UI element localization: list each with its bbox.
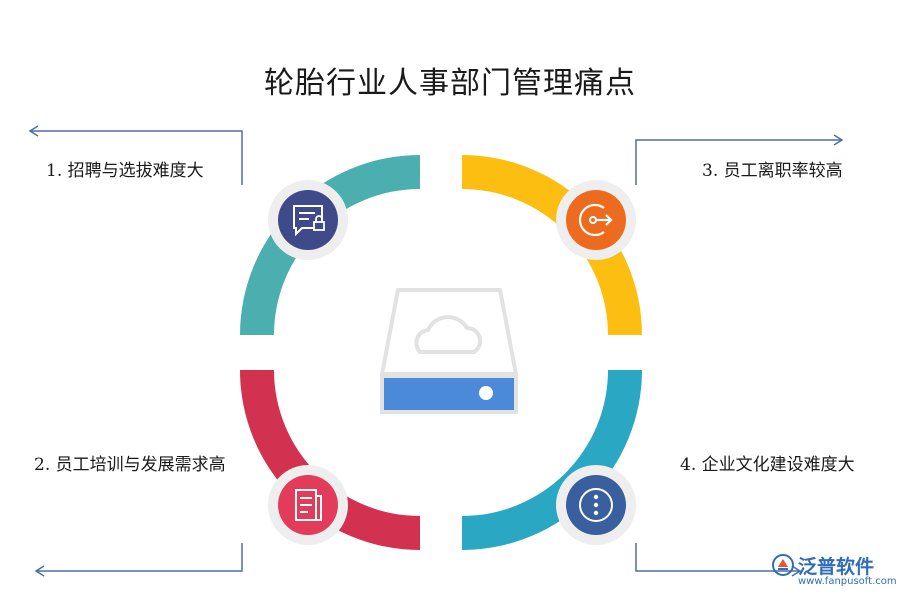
more-dots-icon bbox=[556, 465, 636, 545]
connector-arrow-1 bbox=[28, 125, 243, 185]
connector-arrow-4 bbox=[635, 543, 802, 577]
point-1-label: 1. 招聘与选拔难度大 bbox=[46, 161, 204, 181]
point-3-label: 3. 员工离职率较高 bbox=[702, 161, 843, 181]
fanpu-logo-icon bbox=[772, 554, 794, 576]
watermark-brand: 泛普软件 bbox=[798, 556, 875, 578]
point-2-label: 2. 员工培训与发展需求高 bbox=[34, 455, 226, 475]
connector-arrow-2 bbox=[34, 543, 243, 577]
segment-4-arc bbox=[462, 370, 642, 550]
cloud-drive-icon bbox=[380, 288, 518, 414]
chat-lock-icon bbox=[268, 180, 348, 260]
page-title: 轮胎行业人事部门管理痛点 bbox=[264, 66, 636, 101]
exit-arrow-icon bbox=[556, 180, 636, 260]
document-icon bbox=[268, 465, 348, 545]
point-4-label: 4. 企业文化建设难度大 bbox=[680, 455, 855, 475]
connector-arrow-3 bbox=[635, 134, 844, 185]
watermark-url: www.fanpusoft.com bbox=[798, 576, 897, 587]
